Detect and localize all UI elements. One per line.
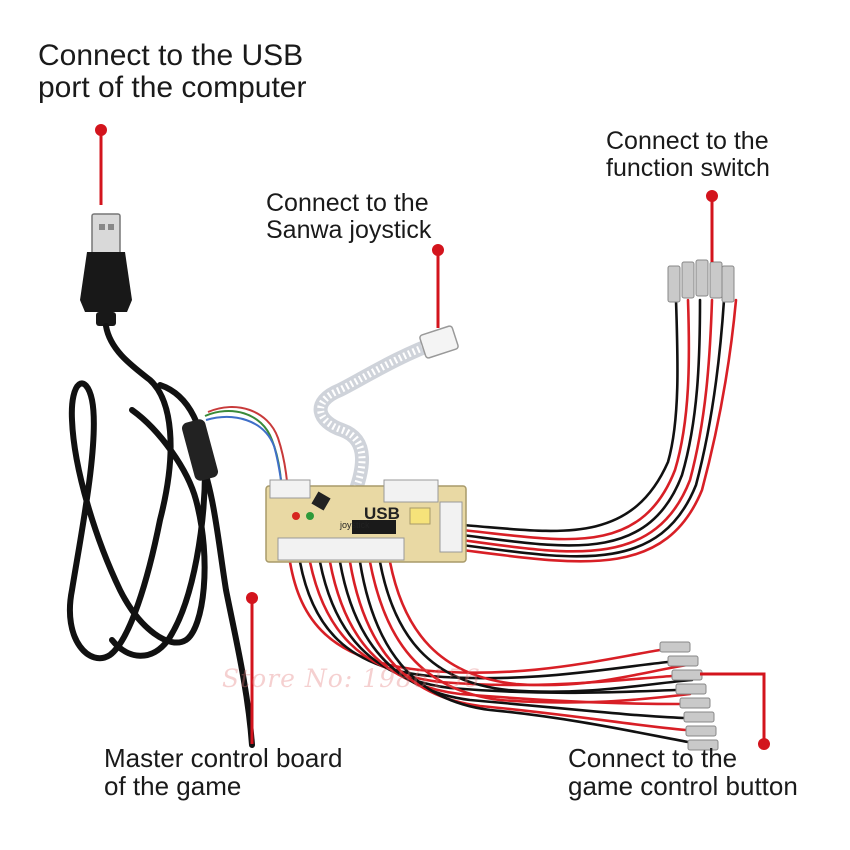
label-func-line-1: Connect to the: [606, 127, 769, 155]
label-button-line-1: Connect to the: [568, 743, 738, 773]
label-master-line-2: of the game: [104, 771, 242, 802]
label-sanwa-joystick: Connect to the Sanwa joystick: [266, 190, 431, 244]
store-watermark: Store No: 1986156: [222, 664, 481, 693]
label-function-switch: Connect to the function switch: [606, 128, 770, 182]
game-button-wires: [288, 560, 696, 744]
function-switch-wires: [460, 298, 738, 563]
pointer-lines: [95, 124, 770, 750]
game-button-terminals: [659, 641, 719, 751]
label-sanwa-line-1: Connect to the: [266, 189, 429, 217]
board-title: USB: [364, 504, 400, 523]
label-game-control-button: Connect to the game control button: [568, 744, 798, 800]
board-subtitle: joystick: [340, 520, 370, 530]
label-button-line-2: game control button: [568, 771, 798, 802]
label-usb-line-1: Connect to the USB: [38, 39, 304, 72]
joystick-ribbon-cable: [313, 325, 459, 507]
label-func-line-2: function switch: [606, 154, 770, 182]
label-usb-line-2: port of the computer: [38, 71, 307, 105]
control-board: [265, 479, 467, 563]
label-master-line-1: Master control board: [104, 743, 343, 773]
label-master-control-board: Master control board of the game: [104, 744, 342, 800]
usb-cable: [67, 323, 255, 748]
label-usb-port: Connect to the USB port of the computer: [38, 39, 307, 105]
usb-plug: [80, 213, 132, 326]
label-sanwa-line-2: Sanwa joystick: [266, 216, 432, 244]
function-switch-terminals: [667, 259, 735, 303]
